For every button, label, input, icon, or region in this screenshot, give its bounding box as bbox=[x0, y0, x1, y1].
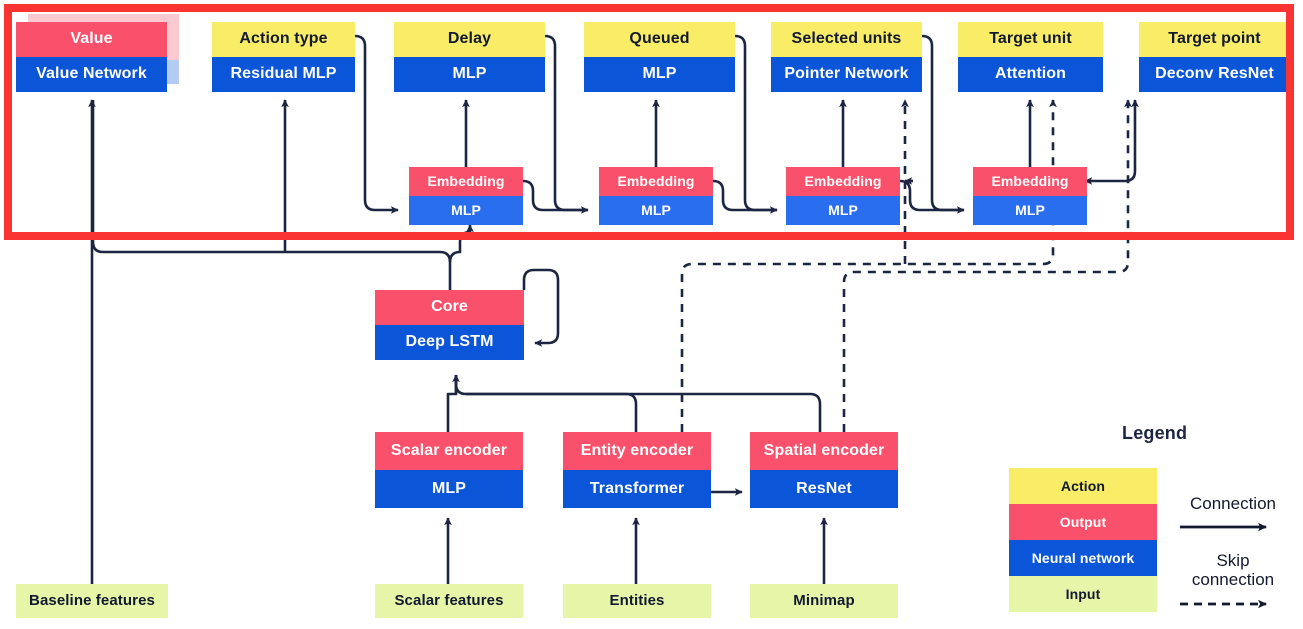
wire-queued-to-embedding-3 bbox=[734, 34, 777, 212]
node-selected-units[interactable]: Selected units Pointer Network bbox=[771, 22, 922, 92]
node-embedding-queued[interactable]: Embedding MLP bbox=[599, 167, 713, 225]
node-delay[interactable]: Delay MLP bbox=[394, 22, 545, 92]
core-bottom-label: Deep LSTM bbox=[375, 325, 524, 360]
wire-spatial-to-core bbox=[466, 392, 822, 432]
wire-selected-units-to-embedding-4 bbox=[921, 34, 964, 212]
skip-spatial-to-target-point bbox=[842, 99, 1132, 432]
node-entities[interactable]: Entities bbox=[563, 584, 711, 618]
embedding-queued-top-label: Embedding bbox=[599, 167, 713, 196]
action-type-bottom-label: Residual MLP bbox=[212, 57, 355, 92]
node-embedding-selected-units[interactable]: Embedding MLP bbox=[786, 167, 900, 225]
node-target-point[interactable]: Target point Deconv ResNet bbox=[1139, 22, 1290, 92]
node-scalar-encoder[interactable]: Scalar encoder MLP bbox=[375, 432, 523, 508]
embedding-target-unit-top-label: Embedding bbox=[973, 167, 1087, 196]
legend-output-label: Output bbox=[1009, 504, 1157, 540]
legend-action-label: Action bbox=[1009, 468, 1157, 504]
queued-top-label: Queued bbox=[584, 22, 735, 57]
legend-title: Legend bbox=[1122, 423, 1188, 443]
scalar-encoder-bottom-label: MLP bbox=[375, 470, 523, 508]
node-core[interactable]: Core Deep LSTM bbox=[375, 290, 524, 360]
value-top-label: Value bbox=[16, 22, 167, 57]
action-type-top-label: Action type bbox=[212, 22, 355, 57]
legend-swatches: Action Output Neural network Input bbox=[1009, 468, 1157, 612]
value-bottom-label: Value Network bbox=[16, 57, 167, 92]
core-top-label: Core bbox=[375, 290, 524, 325]
embedding-delay-top-label: Embedding bbox=[409, 167, 523, 196]
embedding-delay-bottom-label: MLP bbox=[409, 196, 523, 225]
node-minimap[interactable]: Minimap bbox=[750, 584, 898, 618]
embedding-selected-units-top-label: Embedding bbox=[786, 167, 900, 196]
spatial-encoder-bottom-label: ResNet bbox=[750, 470, 898, 508]
node-target-unit[interactable]: Target unit Attention bbox=[958, 22, 1103, 92]
node-entity-encoder[interactable]: Entity encoder Transformer bbox=[563, 432, 711, 508]
skip-entity-to-attention bbox=[680, 99, 1057, 432]
legend-neural-network-label: Neural network bbox=[1009, 540, 1157, 576]
wire-core-recurrent bbox=[522, 268, 560, 347]
queued-bottom-label: MLP bbox=[584, 57, 735, 92]
wire-entity-to-core bbox=[454, 375, 638, 432]
entity-encoder-bottom-label: Transformer bbox=[563, 470, 711, 508]
wire-action-type-to-embedding-1 bbox=[354, 34, 399, 214]
selected-units-bottom-label: Pointer Network bbox=[771, 57, 922, 92]
target-point-top-label: Target point bbox=[1139, 22, 1290, 57]
wire-core-to-embedding-1 bbox=[448, 224, 474, 263]
node-queued[interactable]: Queued MLP bbox=[584, 22, 735, 92]
wire-embedding-4-to-target-point bbox=[1124, 99, 1139, 183]
delay-bottom-label: MLP bbox=[394, 57, 545, 92]
node-embedding-delay[interactable]: Embedding MLP bbox=[409, 167, 523, 225]
node-scalar-features[interactable]: Scalar features bbox=[375, 584, 523, 618]
node-baseline-features[interactable]: Baseline features bbox=[16, 584, 168, 618]
target-unit-top-label: Target unit bbox=[958, 22, 1103, 57]
node-embedding-target-unit[interactable]: Embedding MLP bbox=[973, 167, 1087, 225]
wire-delay-to-embedding-2 bbox=[544, 34, 588, 212]
wire-core-to-value bbox=[91, 100, 452, 290]
wire-embedding-2-to-embedding-3 bbox=[712, 179, 778, 214]
selected-units-top-label: Selected units bbox=[771, 22, 922, 57]
target-point-bottom-label: Deconv ResNet bbox=[1139, 57, 1290, 92]
legend-input-label: Input bbox=[1009, 576, 1157, 612]
wire-embedding-1-to-embedding-2 bbox=[522, 179, 589, 214]
legend-skip-connection-label: Skip connection bbox=[1191, 551, 1275, 590]
embedding-target-unit-bottom-label: MLP bbox=[973, 196, 1087, 225]
scalar-encoder-top-label: Scalar encoder bbox=[375, 432, 523, 470]
node-value[interactable]: Value Value Network bbox=[16, 22, 167, 92]
embedding-selected-units-bottom-label: MLP bbox=[786, 196, 900, 225]
spatial-encoder-top-label: Spatial encoder bbox=[750, 432, 898, 470]
legend-connection-label: Connection bbox=[1189, 494, 1276, 513]
delay-top-label: Delay bbox=[394, 22, 545, 57]
entity-encoder-top-label: Entity encoder bbox=[563, 432, 711, 470]
target-unit-bottom-label: Attention bbox=[958, 57, 1103, 92]
embedding-queued-bottom-label: MLP bbox=[599, 196, 713, 225]
node-spatial-encoder[interactable]: Spatial encoder ResNet bbox=[750, 432, 898, 508]
node-action-type[interactable]: Action type Residual MLP bbox=[212, 22, 355, 92]
